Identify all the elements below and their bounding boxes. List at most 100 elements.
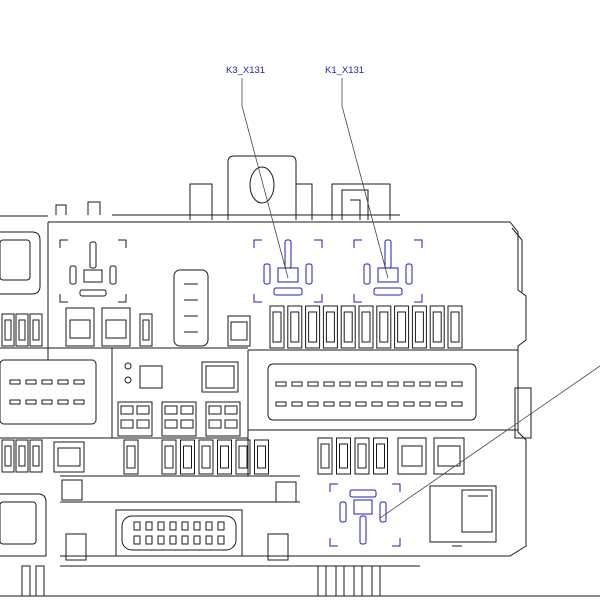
connector-pin (25, 399, 37, 405)
fuse-element (450, 311, 460, 343)
connector-pin (387, 401, 399, 407)
fuse-element (32, 445, 40, 467)
fuse-element (183, 445, 192, 469)
relay-slot (227, 315, 251, 347)
relay-slot (397, 437, 427, 475)
relay-slot-inner (105, 319, 127, 339)
connector-pin (217, 521, 225, 531)
fuse (336, 437, 351, 475)
fuse (15, 313, 29, 347)
mini-relay (161, 401, 197, 437)
relay-slot (65, 307, 95, 347)
connector-pin (403, 401, 415, 407)
connector-pin (73, 399, 85, 405)
mini-relay-pin (120, 419, 134, 429)
connector-pin (181, 521, 189, 531)
fuse-element (18, 445, 26, 467)
relay-slot (101, 307, 131, 347)
main-body-outline (0, 201, 600, 597)
fuse-element (397, 311, 407, 343)
connector-pin (291, 381, 303, 387)
fuse-element (343, 311, 353, 343)
fuse-element (201, 445, 211, 469)
mini-relay-pin (224, 405, 238, 415)
connector-pin (145, 521, 153, 531)
fuse-element (320, 443, 330, 469)
left-connector-bottom (0, 493, 47, 557)
mini-relay-pin (120, 405, 134, 415)
fuse-row-bottom (1, 437, 465, 475)
long-connector-body (267, 363, 477, 421)
connector-pin (339, 381, 351, 387)
bottom-multipin-connector (60, 479, 300, 561)
relay-slot-inner (437, 445, 461, 467)
relay-slot (433, 437, 465, 475)
bottom-right-relay-box (429, 485, 497, 547)
connector-pin (41, 379, 53, 385)
fuse-element (32, 319, 40, 341)
fuse (139, 313, 153, 347)
connector-pin (217, 535, 225, 545)
mini-relay-pin (164, 405, 178, 415)
fuse (429, 305, 445, 349)
fuse (373, 437, 388, 475)
mini-relay-pin (208, 405, 222, 415)
connector-pin (355, 381, 367, 387)
fuse-element (357, 443, 367, 469)
connector-pin (9, 379, 21, 385)
connector-pin (323, 381, 335, 387)
relay-slot-inner (401, 445, 423, 467)
connector-pin (371, 381, 383, 387)
connector-pin (419, 381, 431, 387)
fuse (394, 305, 410, 349)
connector-pin (169, 521, 177, 531)
connector-pin (73, 379, 85, 385)
mini-relay-pin (224, 419, 238, 429)
connector-pin (25, 379, 37, 385)
relay-slot (53, 441, 85, 473)
connector-pin (157, 521, 165, 531)
connector-pin (451, 401, 463, 407)
connector-pin (355, 401, 367, 407)
connector-pin (387, 381, 399, 387)
fuse (317, 437, 333, 475)
fuse-element (4, 319, 12, 341)
fuse (161, 439, 177, 475)
fuse-element (308, 311, 318, 343)
fuse-element (325, 311, 335, 343)
fuse (29, 313, 43, 347)
connector-pin (275, 401, 287, 407)
callout-label-k3: K3_X131 (226, 65, 265, 76)
fuse-element (290, 311, 300, 343)
fuse (123, 439, 139, 475)
fuse-element (142, 319, 150, 341)
callout-label-k1: K1_X131 (325, 65, 364, 76)
connector-pin (193, 521, 201, 531)
connector-pin (133, 535, 141, 545)
connector-pin (451, 381, 463, 387)
fuse-element (4, 445, 12, 467)
connector-pin (339, 401, 351, 407)
fuse (287, 305, 303, 349)
fuse (354, 437, 370, 475)
fuse-element (164, 445, 174, 469)
left-mid-connector (0, 359, 97, 425)
fuse (198, 439, 214, 475)
connector-pin (205, 521, 213, 531)
fuse-element (361, 311, 371, 343)
relay-socket-lower (329, 483, 401, 547)
connector-pin (157, 535, 165, 545)
fuse-element (432, 311, 442, 343)
connector-pin (275, 381, 287, 387)
fuse (29, 439, 43, 473)
connector-pin (435, 401, 447, 407)
top-housing (189, 155, 391, 220)
connector-pin (291, 401, 303, 407)
fuse (269, 305, 285, 349)
fuse-row-top-right (269, 305, 463, 349)
fuse (447, 305, 463, 349)
fuse-element (257, 445, 266, 469)
fuse (358, 305, 374, 349)
